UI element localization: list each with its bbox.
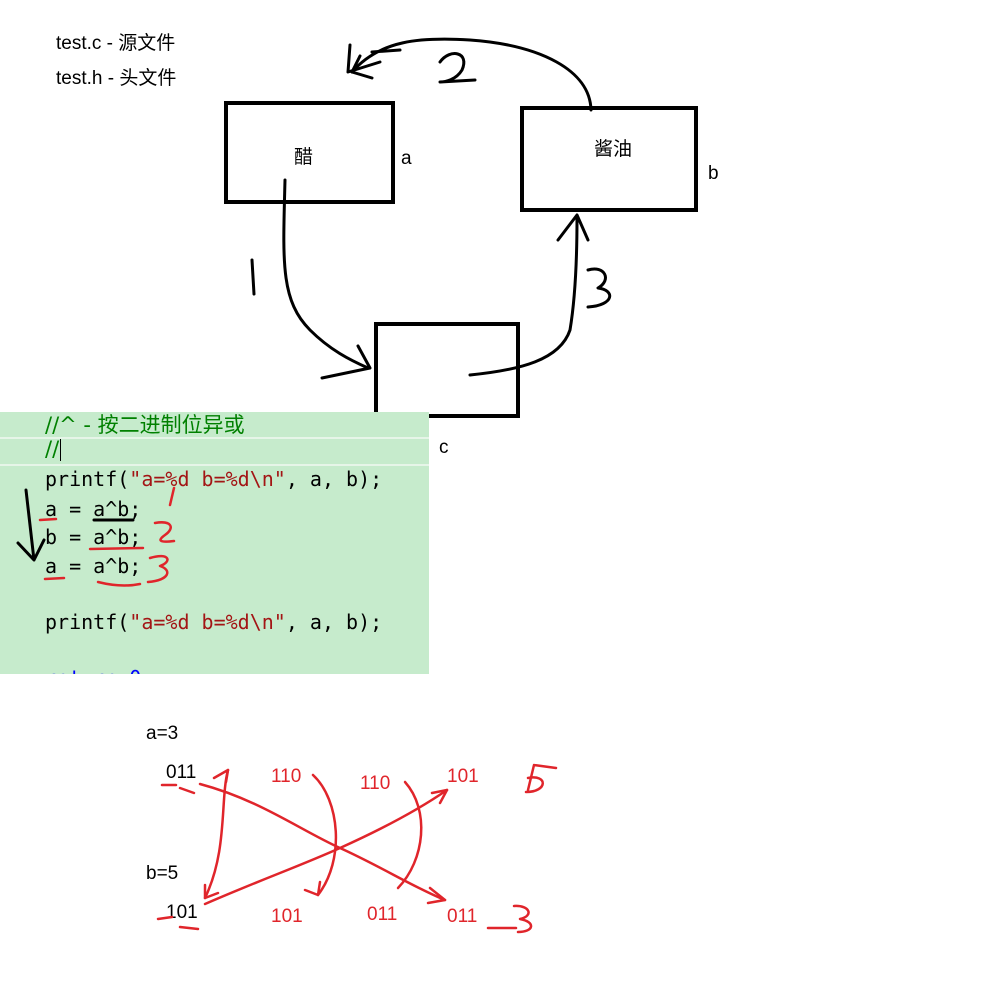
note-description: 头文件 <box>119 68 177 89</box>
brace-2 <box>153 521 176 543</box>
note-description: 源文件 <box>118 33 176 54</box>
underline-b-line2 <box>88 546 145 551</box>
curve-step2 <box>396 780 423 890</box>
a-value-label: a=3 <box>146 723 179 744</box>
note-file-name: test.h <box>56 68 103 89</box>
code-down-arrow <box>16 488 46 562</box>
soy-sauce-box-label: 酱油 <box>594 139 633 160</box>
arrowhead-result-top <box>430 788 449 805</box>
code-xor-line-2: b = a^b; <box>45 525 142 549</box>
b-value-label: b=5 <box>146 863 179 884</box>
code-xor-line-1: a = a^b; <box>45 497 142 521</box>
mark-3-result <box>486 904 533 934</box>
code-editor-panel: //^ - 按二进制位异或 // printf("a=%d b=%d\n", a… <box>0 412 429 674</box>
underline-a-bits <box>160 783 196 795</box>
printf-format: "a=%d b=%d\n" <box>129 610 286 634</box>
arrow-vinegar-to-empty <box>282 178 370 370</box>
underline-b-bits <box>156 915 200 931</box>
printf-fn: printf( <box>45 610 130 634</box>
tick-mark <box>168 486 176 507</box>
vinegar-box <box>224 101 395 204</box>
note-separator: - <box>102 68 120 89</box>
step2-bottom-binary: 011 <box>367 904 398 925</box>
soy-sauce-box <box>520 106 698 212</box>
soy-sauce-box-variable: b <box>708 163 719 184</box>
note-source-file: test.c - 源文件 <box>56 28 175 55</box>
code-comment-xor: //^ - 按二进制位异或 <box>45 413 245 437</box>
result-bottom-binary: 011 <box>447 906 478 927</box>
printf-format: "a=%d b=%d\n" <box>129 467 286 491</box>
brace-3 <box>146 554 169 584</box>
arrowhead-step1-right <box>303 880 322 897</box>
empty-box-variable: c <box>439 437 449 458</box>
mark-1 <box>250 258 256 296</box>
cross-line-a-to-result-bottom <box>198 782 447 902</box>
curve-step1-right <box>311 773 338 897</box>
vinegar-box-variable: a <box>401 148 412 169</box>
code-xor-line-3: a = a^b; <box>45 554 142 578</box>
note-file-name: test.c <box>56 33 102 54</box>
arrowhead-step1-top <box>212 768 230 784</box>
arrow-empty-to-soy <box>468 216 579 377</box>
arrow-soy-to-vinegar <box>350 37 593 112</box>
mark-5 <box>524 763 558 794</box>
printf-args: , a, b); <box>285 610 383 634</box>
arrowhead-result-bottom <box>426 886 447 905</box>
step1-bottom-binary: 101 <box>271 906 303 927</box>
arrowhead-step1-left <box>203 883 220 900</box>
line-separator <box>0 437 429 439</box>
b-binary: 101 <box>166 902 198 923</box>
result-top-binary: 101 <box>447 766 479 787</box>
underline-a-line3 <box>43 576 66 581</box>
printf-args: , a, b); <box>285 467 383 491</box>
code-return-partial: return 0; <box>45 666 153 674</box>
note-header-file: test.h - 头文件 <box>56 63 176 90</box>
note-separator: - <box>101 33 119 54</box>
cross-line-b-to-result-top <box>203 788 449 906</box>
line-separator <box>0 464 429 466</box>
underline-a-line1 <box>38 517 58 522</box>
mark-2 <box>438 52 477 84</box>
code-printf-before: printf("a=%d b=%d\n", a, b); <box>45 467 382 491</box>
text-cursor <box>60 439 62 461</box>
mark-4 <box>346 43 402 74</box>
printf-fn: printf( <box>45 467 130 491</box>
code-printf-after: printf("a=%d b=%d\n", a, b); <box>45 610 382 634</box>
a-binary: 011 <box>166 762 197 783</box>
arrowhead-3 <box>556 213 590 242</box>
step2-top-binary: 110 <box>360 773 391 794</box>
code-comment-empty: // <box>45 437 62 461</box>
step1-top-binary: 110 <box>271 766 302 787</box>
empty-box <box>374 322 520 418</box>
vinegar-box-label: 醋 <box>294 147 314 168</box>
mark-3 <box>586 267 611 309</box>
comment-text: // <box>45 437 60 461</box>
arrowhead-1 <box>320 344 372 380</box>
underline-a-xor-b-line3 <box>96 580 142 587</box>
